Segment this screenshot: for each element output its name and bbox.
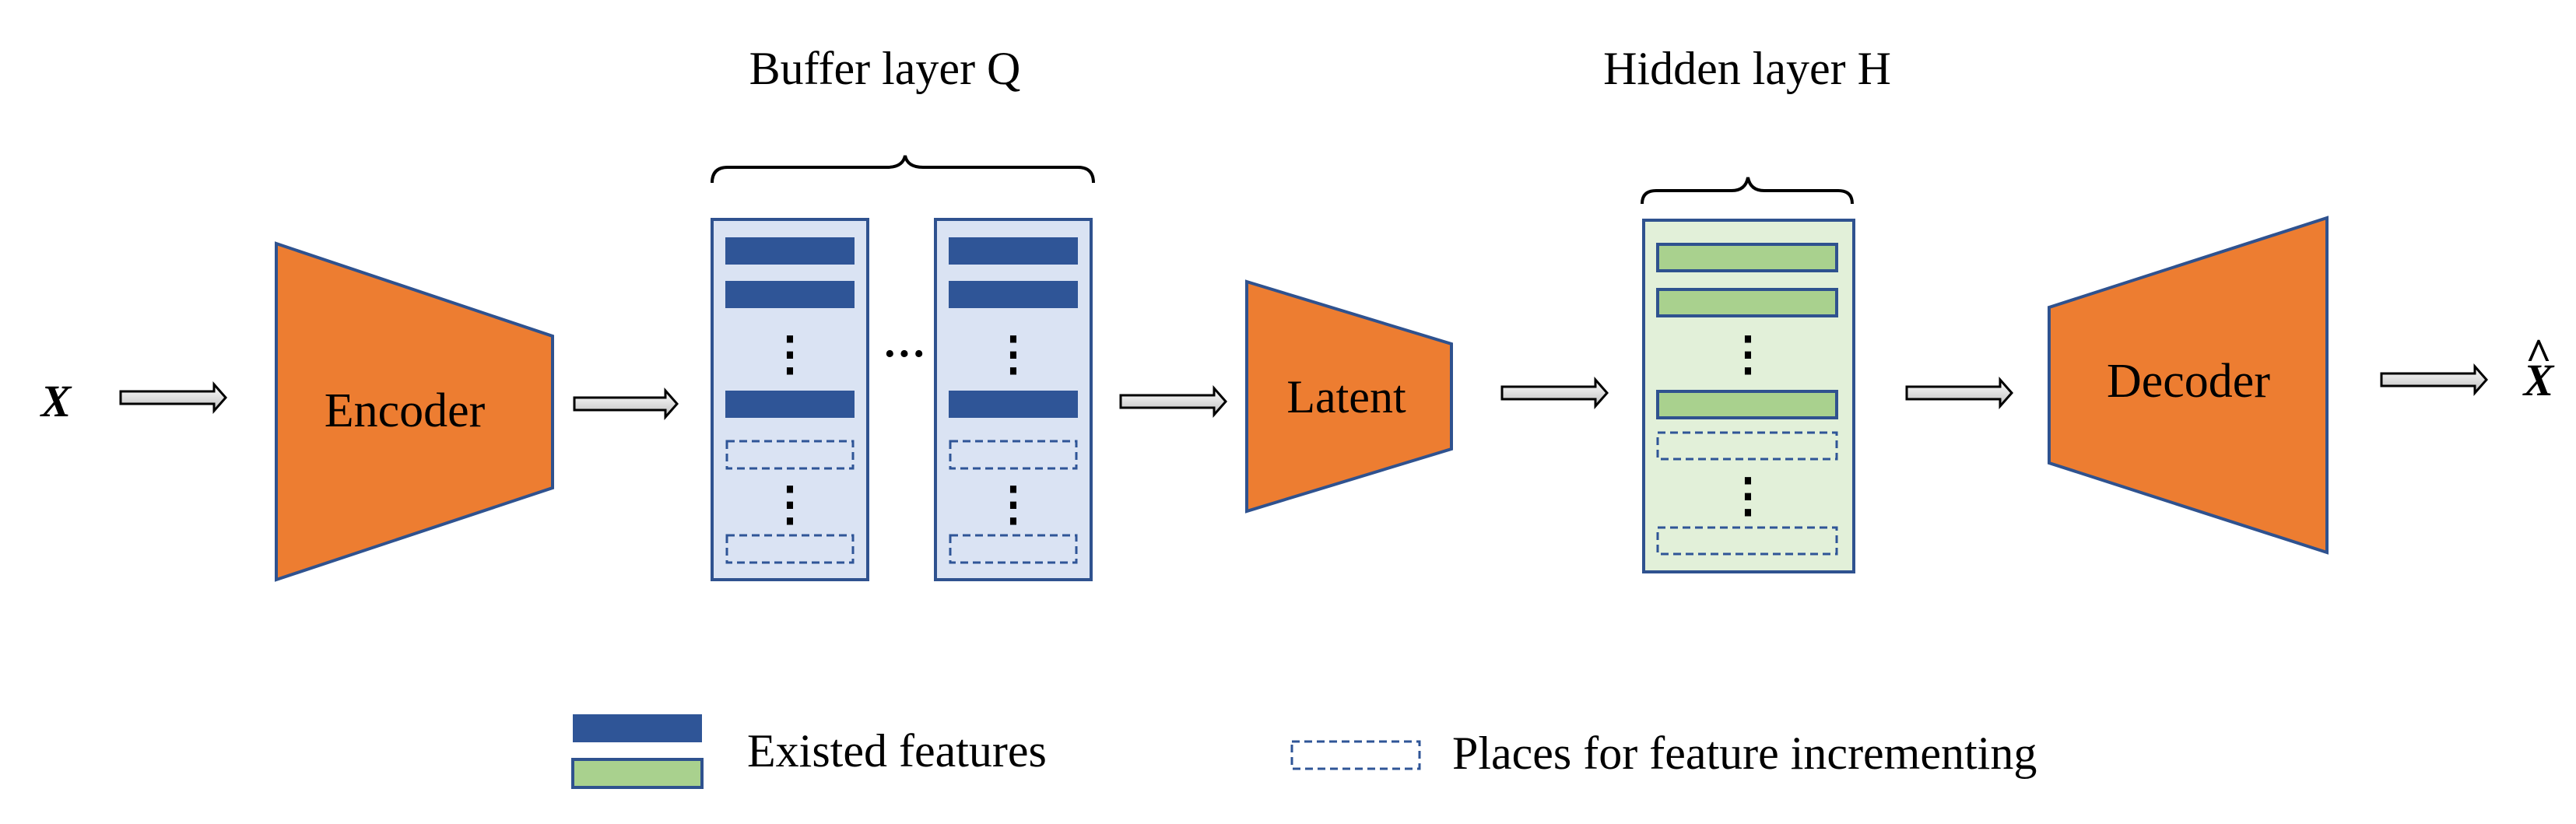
existed-feature-bar	[1656, 288, 1838, 317]
hidden-brace	[1641, 177, 1854, 205]
horizontal-ellipsis: ···	[883, 330, 926, 378]
arrow-encoder-to-buffer	[573, 387, 679, 420]
decoder-block: Decoder	[2048, 216, 2329, 555]
increment-placeholder	[1656, 526, 1838, 556]
hidden-column: ⋮ ⋮	[1642, 219, 1855, 573]
legend-existed-green-swatch	[571, 758, 704, 789]
legend-existed-blue-swatch	[573, 714, 702, 742]
existed-feature-bar	[949, 281, 1078, 308]
vertical-ellipsis: ⋮	[1725, 328, 1771, 380]
encoder-label: Encoder	[325, 384, 486, 437]
existed-feature-bar	[725, 281, 855, 308]
existed-feature-bar	[1656, 243, 1838, 272]
legend-increment-label: Places for feature incrementing	[1452, 728, 2037, 779]
increment-placeholder	[725, 534, 855, 564]
legend-existed-label: Existed features	[747, 725, 1047, 777]
existed-feature-bar	[1656, 390, 1838, 419]
hidden-layer-title: Hidden layer H	[1603, 43, 1891, 94]
vertical-ellipsis: ⋮	[767, 479, 813, 530]
arrow-buffer-to-latent	[1119, 385, 1228, 418]
vertical-ellipsis: ⋮	[990, 479, 1037, 530]
increment-placeholder	[1656, 431, 1838, 461]
legend: Existed features Places for feature incr…	[571, 714, 2037, 789]
vertical-ellipsis: ⋮	[990, 328, 1037, 380]
arrow-decoder-to-output	[2380, 363, 2489, 396]
vertical-ellipsis: ⋮	[767, 328, 813, 380]
increment-placeholder	[949, 534, 1078, 564]
existed-feature-bar	[725, 391, 855, 418]
buffer-brace	[711, 155, 1095, 184]
output-hat-mark: ^	[2525, 329, 2552, 380]
encoder-block: Encoder	[275, 241, 554, 582]
arrow-hidden-to-decoder	[1905, 377, 2014, 409]
input-x-label: X	[40, 376, 72, 426]
legend-increment-swatch	[1290, 740, 1421, 770]
increment-placeholder	[949, 440, 1078, 470]
buffer-layer-title: Buffer layer Q	[749, 43, 1021, 94]
existed-feature-bar	[949, 391, 1078, 418]
vertical-ellipsis: ⋮	[1725, 470, 1771, 521]
decoder-label: Decoder	[2107, 355, 2270, 408]
existed-feature-bar	[949, 237, 1078, 265]
buffer-column-2: ⋮ ⋮	[934, 218, 1093, 581]
output-x-hat: ^ X	[2522, 329, 2555, 405]
increment-placeholder	[725, 440, 855, 470]
arrow-input-to-encoder	[119, 381, 228, 414]
latent-block: Latent	[1245, 279, 1453, 514]
latent-label: Latent	[1286, 371, 1406, 423]
existed-feature-bar	[725, 237, 855, 265]
buffer-column-1: ⋮ ⋮	[711, 218, 869, 581]
arrow-latent-to-hidden	[1500, 377, 1609, 409]
output-x-label: X	[2522, 355, 2555, 405]
